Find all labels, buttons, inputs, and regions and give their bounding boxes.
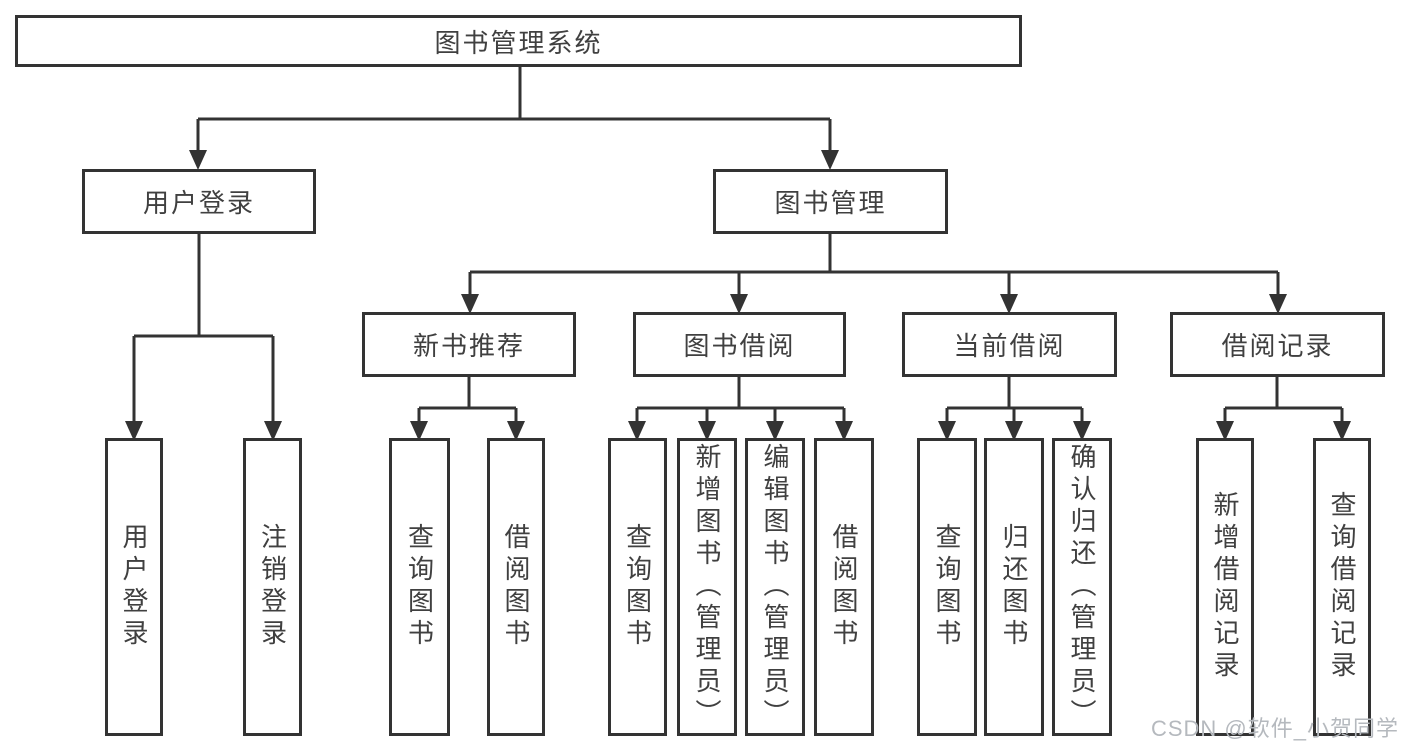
leaf-label: 用户登录 [119, 523, 149, 651]
leaf-query-books: 查询图书 [389, 438, 450, 736]
leaf-add-book-admin: 新增图书（管理员） [677, 438, 737, 736]
leaf-label: 编辑图书（管理员） [760, 443, 790, 731]
connector-path [132, 66, 1344, 422]
node-borrow-records: 借阅记录 [1170, 312, 1385, 377]
arrowheads [125, 150, 1351, 441]
leaf-borrow-books: 借阅图书 [487, 438, 545, 736]
leaf-label: 归还图书 [999, 523, 1029, 651]
leaf-label: 查询图书 [622, 523, 653, 651]
leaf-label: 注销登录 [257, 523, 288, 651]
node-root: 图书管理系统 [15, 15, 1022, 67]
leaf-label: 借阅图书 [829, 523, 859, 651]
leaf-label: 查询图书 [404, 523, 435, 651]
leaf-return-books: 归还图书 [984, 438, 1044, 736]
leaf-borrow-books: 借阅图书 [814, 438, 874, 736]
leaf-label: 借阅图书 [501, 523, 531, 651]
leaf-label: 确认归还（管理员） [1067, 443, 1097, 731]
leaf-edit-book-admin: 编辑图书（管理员） [745, 438, 805, 736]
node-new-book-recommend: 新书推荐 [362, 312, 576, 377]
node-book-borrow: 图书借阅 [633, 312, 846, 377]
leaf-user-login: 用户登录 [105, 438, 163, 736]
node-user-login: 用户登录 [82, 169, 316, 234]
csdn-watermark: CSDN @软件_小贺同学 [1150, 716, 1399, 741]
leaf-logout: 注销登录 [243, 438, 302, 736]
leaf-add-borrow-record: 新增借阅记录 [1196, 438, 1254, 736]
leaf-label: 新增借阅记录 [1210, 491, 1240, 683]
leaf-query-books: 查询图书 [608, 438, 667, 736]
leaf-label: 新增图书（管理员） [692, 443, 722, 731]
leaf-confirm-return-admin: 确认归还（管理员） [1052, 438, 1112, 736]
node-book-management: 图书管理 [713, 169, 948, 234]
leaf-query-books: 查询图书 [917, 438, 977, 736]
leaf-label: 查询借阅记录 [1327, 491, 1357, 683]
node-current-borrow: 当前借阅 [902, 312, 1117, 377]
leaf-label: 查询图书 [932, 523, 962, 651]
leaf-query-borrow-record: 查询借阅记录 [1313, 438, 1371, 736]
